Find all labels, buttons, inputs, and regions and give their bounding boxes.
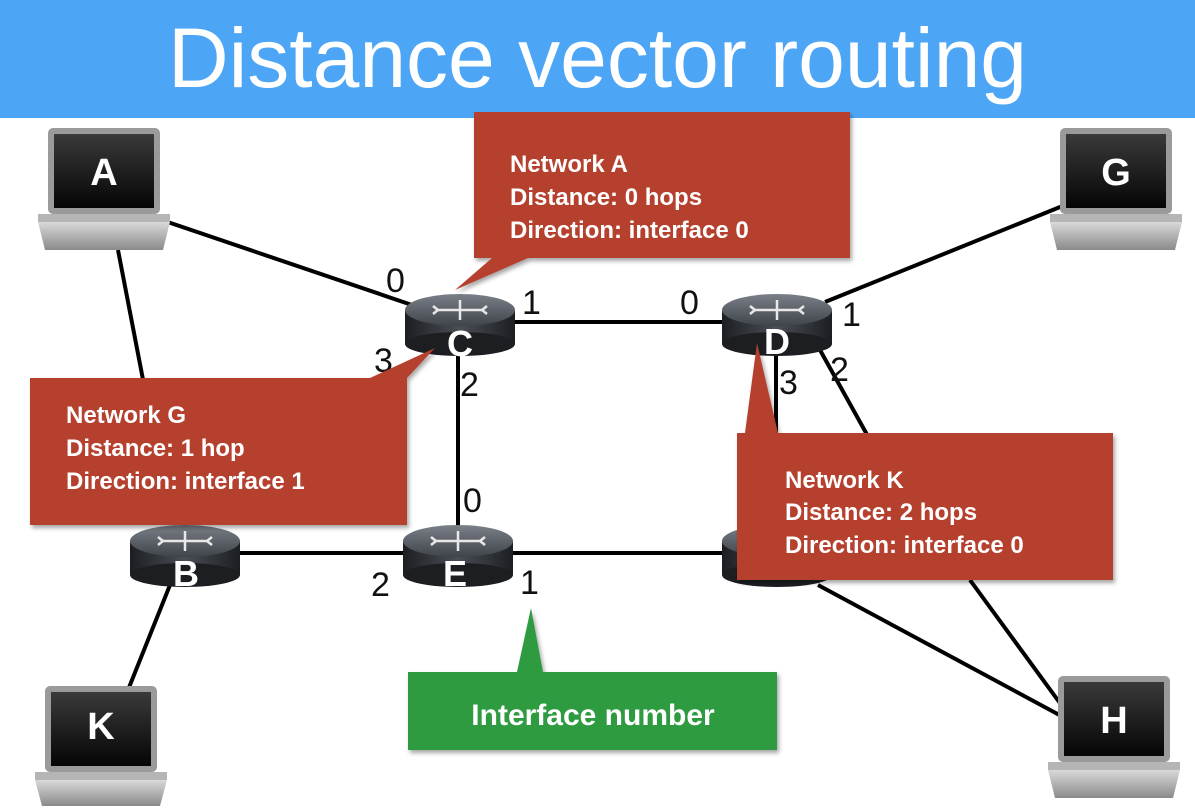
router-icon [130,525,240,587]
router-label: E [443,553,467,594]
callout-line: Distance: 0 hops [510,184,702,211]
iface-e1: 1 [520,564,539,602]
callout-network-g: Network G Distance: 1 hop Direction: int… [30,348,435,525]
callout-line: Direction: interface 0 [510,217,749,244]
router-c: C [405,294,515,364]
laptop-icon [1048,676,1180,798]
link-d-h [818,349,872,441]
callout-line: Interface number [471,699,715,732]
router-label: B [173,553,199,594]
interface-numbers: 0 1 2 3 0 1 2 3 0 1 2 [371,262,861,604]
iface-e2: 2 [371,566,390,604]
callout-line: Distance: 1 hop [66,435,245,462]
link-h-upper [968,578,1067,712]
iface-c2: 2 [460,366,479,404]
laptop-label: G [1101,152,1131,194]
router-label: D [764,321,790,362]
router-icon [722,294,832,356]
link-d-g [824,203,1066,304]
laptop-g: G [1050,128,1182,250]
router-d: D [722,294,832,362]
router-label: C [447,323,473,364]
link-a-c [149,214,416,308]
laptop-icon [38,128,170,250]
callout-line: Direction: interface 1 [66,468,305,495]
laptop-label: A [90,152,117,194]
iface-d1: 1 [842,296,861,334]
router-icon [405,294,515,356]
router-e: E [403,525,513,594]
callout-network-a: Network A Distance: 0 hops Direction: in… [455,112,850,290]
laptop-k: K [35,686,167,806]
page-title: Distance vector routing [167,11,1028,105]
laptop-h: H [1048,676,1180,798]
link-f-h [817,583,1066,720]
laptop-a: A [38,128,170,250]
iface-d2: 2 [830,351,849,389]
callout-line: Network G [66,402,186,429]
link-b-k [126,584,172,691]
network-links [116,203,1067,720]
laptop-icon [1050,128,1182,250]
callout-line: Network A [510,151,628,178]
iface-d3: 3 [779,364,798,402]
iface-c0: 0 [386,262,405,300]
callout-line: Distance: 2 hops [785,499,977,526]
title-bar: Distance vector routing [0,0,1195,118]
laptop-icon [35,686,167,806]
callout-line: Network K [785,467,904,494]
callout-network-k: Network K Distance: 2 hops Direction: in… [737,343,1113,580]
laptop-label: K [87,706,115,748]
iface-c1: 1 [522,284,541,322]
link-a-b [116,249,147,391]
iface-d0: 0 [680,284,699,322]
router-icon [403,525,513,587]
callout-interface-number: Interface number [408,608,777,750]
callout-line: Direction: interface 0 [785,532,1024,559]
laptop-label: H [1100,700,1127,742]
router-b: B [130,525,240,594]
iface-e0: 0 [463,482,482,520]
